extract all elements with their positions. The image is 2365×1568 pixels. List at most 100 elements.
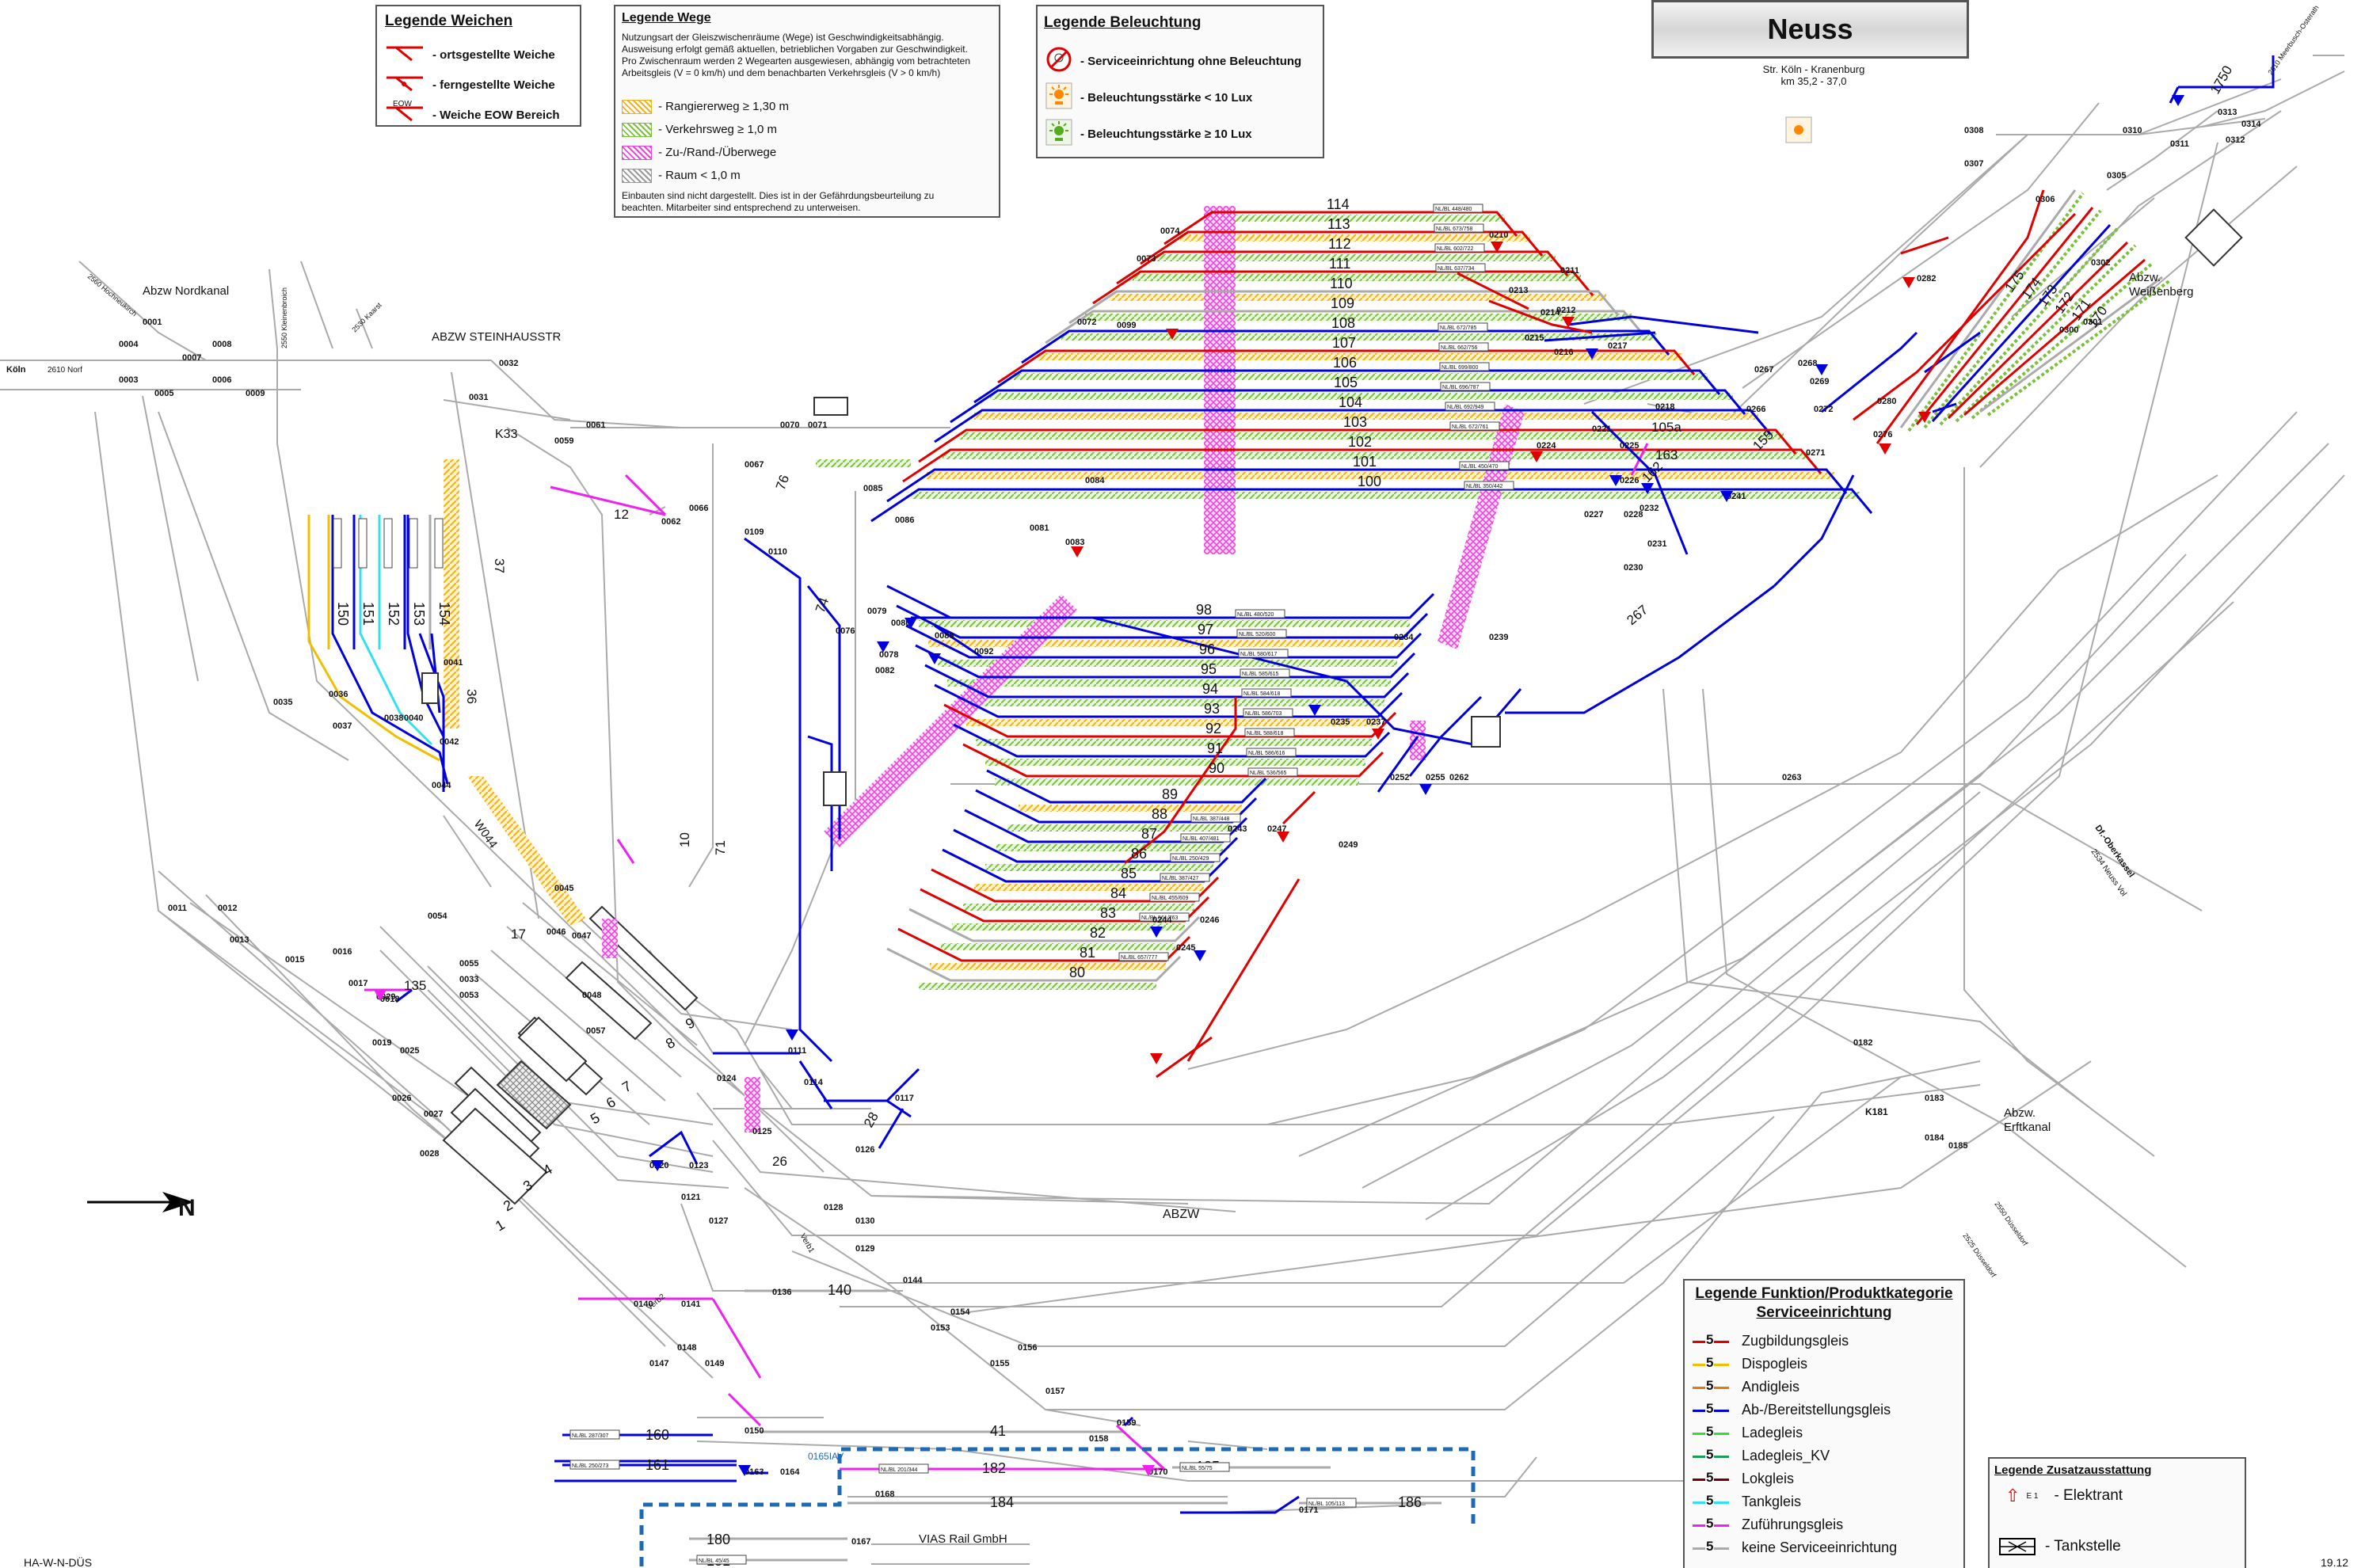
station-title: Neuss: [1651, 0, 1969, 59]
track-length-tag-text: NL/BL 105/113: [1308, 1501, 1345, 1507]
yard-track-number: 82: [1090, 925, 1106, 941]
fan-track-number: 107: [1332, 335, 1356, 351]
yard-track-number: 83: [1100, 905, 1116, 921]
track-length-tag: [1464, 481, 1514, 490]
track-length-tag-text: NL/BL 692/949: [1447, 405, 1484, 410]
track-length-tag-text: NL/BL 672/761: [1452, 424, 1489, 430]
switch-number: 0231: [1647, 539, 1666, 549]
switch-number: 0031: [469, 393, 488, 402]
yard-track-number: 84: [1110, 885, 1126, 901]
track-length-tag: [1241, 688, 1292, 698]
elektrant-label: - Elektrant: [2054, 1487, 2123, 1504]
yard-track: [942, 848, 1229, 883]
north-label: N: [178, 1195, 196, 1221]
walkway-strip: [1156, 254, 1556, 261]
km-text: km 35,2 - 37,0: [1780, 75, 1847, 87]
track-length-tag: [1149, 892, 1200, 902]
legend-wege-label: - Verkehrsweg ≥ 1,0 m: [658, 123, 777, 136]
track-num: 5: [1705, 1492, 1715, 1509]
switch-number: 0125: [752, 1127, 771, 1136]
switch-marker: [1586, 348, 1598, 360]
walkway-strip: [995, 778, 1359, 786]
switch-number: 0127: [709, 1216, 728, 1226]
fan-track: [973, 369, 1721, 404]
track-num: 5: [1705, 1515, 1715, 1532]
switch-number: 0157: [1045, 1387, 1064, 1396]
fan-track: [886, 468, 1848, 503]
switch-number: 0082: [875, 666, 894, 676]
track-color-swatch: 5: [1693, 1492, 1729, 1510]
switch-number: 0033: [459, 975, 478, 984]
legend-wege-intro-line: Nutzungsart der Gleiszwischenräume (Wege…: [622, 32, 944, 43]
legend-elektrant-row: ⇧ E 1 - Elektrant: [2005, 1486, 2123, 1506]
switch-number: 0164: [780, 1467, 800, 1477]
fan-track-number: 112: [1328, 236, 1351, 252]
switch-number: 0126: [855, 1145, 874, 1155]
switch-number: 0080: [891, 618, 910, 628]
misc-track-number: 71: [713, 840, 728, 855]
legend-wege-row: - Verkehrsweg ≥ 1,0 m: [622, 118, 789, 141]
line-label: 2550 Düsseldorf: [1993, 1200, 2029, 1247]
misc-track-number: 28: [861, 1109, 882, 1130]
track-color-swatch: 5: [1693, 1538, 1729, 1556]
walkway-strip: [966, 719, 1378, 726]
switch-marker: [1491, 242, 1503, 253]
switch-number: 0006: [212, 375, 231, 385]
switch-number: 0067: [745, 460, 764, 470]
switch-marker: [1372, 729, 1384, 740]
left-track-number: 154: [436, 602, 452, 626]
misc-track-number: 17: [511, 927, 526, 942]
fan-track-number: 104: [1339, 394, 1362, 410]
track-length-tag: [409, 518, 418, 569]
legend-funktion-label: Andigleis: [1742, 1379, 1800, 1395]
switch-number: 0130: [855, 1216, 874, 1226]
switch-number: 0185: [1948, 1141, 1967, 1151]
crossing-walkway: [1410, 721, 1426, 760]
walkway-strip: [996, 844, 1223, 851]
switch-number: 0314: [2241, 120, 2261, 129]
track-length-tag: [1190, 813, 1241, 823]
switch-number: 0168: [875, 1490, 894, 1499]
ne-track: [1947, 241, 2129, 420]
crossing-walkway: [1438, 404, 1525, 649]
legend-wege-row: - Rangiererweg ≥ 1,30 m: [622, 95, 789, 118]
switch-number: 0263: [1782, 773, 1801, 782]
track-length-tag-text: NL/BL 672/785: [1440, 325, 1477, 331]
legend-wege-intro-line: Arbeitsgleis (V = 0 km/h) und dem benach…: [622, 67, 941, 78]
misc-track-number: 37: [492, 558, 507, 573]
legend-funktion-row: 5 Ladegleis: [1693, 1421, 1897, 1444]
track-length-tag-text: NL/BL 561/763: [1141, 915, 1179, 921]
track-length-tag: [1435, 263, 1486, 272]
tankstelle-label: - Tankstelle: [2045, 1538, 2121, 1555]
left-track-number: 153: [411, 602, 427, 626]
switch-number: 0282: [1917, 274, 1936, 284]
yard-track-number: 88: [1152, 806, 1167, 822]
walkway-strip: [952, 923, 1185, 931]
switch-number: 0153: [931, 1323, 950, 1333]
track-length-tag-text: NL/BL 586/703: [1245, 711, 1282, 717]
switch-number: 0011: [168, 904, 187, 913]
track-length-tag: [1459, 461, 1510, 470]
left-track-number: 150: [335, 602, 351, 626]
switch-number: 0214: [1540, 308, 1560, 318]
fan-track-number: 101: [1353, 454, 1377, 470]
main-track-number: 5: [588, 1109, 603, 1127]
yard-track-number: 93: [1204, 701, 1220, 717]
switch-number: 0003: [119, 375, 138, 385]
switch-marker: [1071, 546, 1083, 558]
switch-number: 0123: [689, 1161, 708, 1170]
fan-track: [870, 488, 1873, 523]
walkway-strip: [985, 864, 1213, 871]
switch-number: 0079: [867, 607, 886, 616]
switch-number: 0276: [1873, 430, 1892, 440]
walkway-strip: [974, 884, 1204, 891]
ne-track: [1963, 258, 2146, 417]
legend-funktion-row: 5 Lokgleis: [1693, 1467, 1897, 1490]
switch-number: 0158: [1089, 1434, 1108, 1444]
fan-track-number: 106: [1333, 355, 1357, 371]
switch-number: 0210: [1489, 230, 1508, 240]
yard-track-number: 86: [1131, 846, 1147, 862]
switch-number: 0301: [2083, 318, 2102, 327]
track-length-tag-text: NL/BL 450/470: [1461, 464, 1499, 470]
switch-number: 0144: [903, 1276, 923, 1285]
